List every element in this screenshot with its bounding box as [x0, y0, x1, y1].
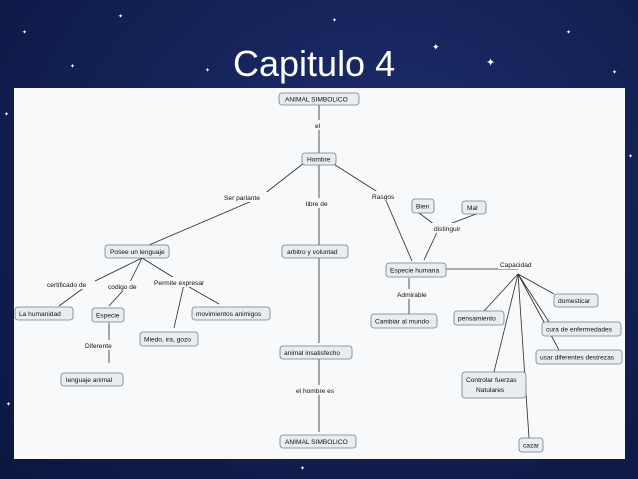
node-label: Bien	[416, 204, 430, 211]
slide-title: Capitulo 4	[233, 43, 396, 84]
star-icon: ✦	[612, 70, 618, 76]
node-label: cura de enfermedades	[546, 327, 613, 334]
star-icon: ✦	[300, 466, 306, 472]
link-label-permite-expresar: Permite expresar	[154, 280, 205, 287]
node-label: ANIMAL SIMBOLICO	[285, 439, 348, 446]
node-label: Miedo, ira, gozo	[144, 337, 191, 344]
node-pensamiento[interactable]: pensamiento	[453, 310, 505, 326]
node-cura-enfermedades[interactable]: cura de enfermedades	[541, 321, 622, 337]
link-label-libre-de: libre de	[306, 201, 328, 208]
node-label: La humanidad	[19, 311, 61, 318]
edge-capacidad-pensamiento	[483, 273, 519, 312]
star-icon: ✦	[205, 68, 211, 74]
node-lenguaje-animal[interactable]: lenguaje animal	[60, 372, 124, 387]
star-icon: ✦	[332, 18, 338, 24]
star-icon: ✦	[4, 112, 10, 118]
node-label: pensamiento	[458, 316, 496, 323]
node-animal-simbolico-bottom[interactable]: ANIMAL SIMBOLICO	[279, 434, 357, 449]
node-movimientos-animicos[interactable]: movimientos animigos	[191, 306, 271, 321]
link-label-el: el	[315, 123, 321, 130]
edge-hombre-lenguaje	[141, 162, 305, 249]
edge-capacidad-destrezas	[517, 273, 560, 351]
node-hombre[interactable]: Hombre	[301, 152, 337, 166]
node-cambiar-mundo[interactable]: Cambiar al mundo	[370, 313, 438, 329]
edge-capacidad-controlar	[493, 273, 519, 373]
link-label-diferente: Diferente	[85, 343, 112, 350]
star-icon: ✦	[6, 402, 12, 408]
node-posee-lenguaje[interactable]: Posee un lenguaje	[104, 244, 170, 259]
node-domesticar[interactable]: domesticar	[553, 293, 599, 308]
concept-map: el Ser parlante libre de Rasgos distingu…	[14, 92, 623, 453]
star-icon: ✦	[432, 42, 440, 52]
node-mal[interactable]: Mal	[461, 200, 487, 215]
node-la-humanidad[interactable]: La humanidad	[14, 306, 74, 321]
link-label-rasgos: Rasgos	[372, 194, 395, 201]
node-animal-insatisfecho[interactable]: animal insatisfecho	[279, 345, 353, 360]
node-bien[interactable]: Bien	[411, 198, 435, 214]
concept-map-link-labels: el Ser parlante libre de Rasgos distingu…	[45, 120, 540, 395]
node-label: arbitro y voluntad	[287, 249, 338, 256]
node-label: Especie	[96, 313, 120, 320]
link-label-capacidad: Capacidad	[500, 262, 532, 269]
edge-distinguir-especie	[423, 227, 440, 261]
edge-capacidad-domesticar	[517, 273, 555, 295]
node-controlar-fuerzas[interactable]: Controlar fuerzas Natulares	[461, 371, 527, 399]
node-usar-destrezas[interactable]: usar diferentes destrezas	[535, 349, 623, 365]
edge-expresar-movimientos	[183, 283, 220, 305]
concept-map-panel: el Ser parlante libre de Rasgos distingu…	[14, 88, 625, 459]
node-especie[interactable]: Especie	[91, 307, 125, 323]
node-label: Especie humana	[390, 268, 439, 275]
node-animal-simbolico-top[interactable]: ANIMAL SIMBOLICO	[278, 92, 360, 106]
edge-capacidad-cura	[517, 273, 550, 323]
link-label-el-hombre-es: el hombre es	[296, 388, 335, 395]
link-label-distinguir: distinguir	[434, 226, 461, 233]
node-label: domesticar	[558, 298, 591, 305]
node-label-line-1: Controlar fuerzas	[466, 377, 517, 384]
node-label-line-2: Natulares	[476, 387, 505, 394]
node-label: Posee un lenguaje	[110, 249, 165, 256]
node-label: movimientos animigos	[196, 311, 262, 318]
star-icon: ✦	[486, 57, 496, 69]
link-label-certificado-de: certificado de	[47, 282, 87, 289]
node-miedo-ira-gozo[interactable]: Miedo, ira, gozo	[139, 331, 199, 347]
node-label: Mal	[467, 205, 478, 212]
node-cazar[interactable]: cazar	[518, 437, 544, 453]
star-icon: ✦	[628, 154, 634, 160]
node-arbitro-voluntad[interactable]: arbitro y voluntad	[281, 244, 349, 259]
node-label: animal insatisfecho	[284, 350, 340, 357]
star-icon: ✦	[566, 30, 572, 36]
link-label-ser-parlante: Ser parlante	[224, 195, 260, 202]
star-icon: ✦	[118, 14, 124, 20]
star-icon: ✦	[22, 30, 28, 36]
star-icon: ✦	[70, 64, 76, 70]
node-especie-humana[interactable]: Especie humana	[385, 262, 447, 278]
node-label: usar diferentes destrezas	[540, 355, 615, 362]
node-label: cazar	[523, 443, 540, 450]
edge-capacidad-cazar	[517, 273, 530, 439]
link-label-codigo-de: codigo de	[108, 284, 137, 291]
link-label-admirable: Admirable	[397, 292, 427, 299]
node-label: Hombre	[307, 157, 331, 164]
node-label: Cambiar al mundo	[375, 319, 429, 326]
edge-lenguaje-miedo	[141, 257, 185, 329]
node-label: lenguaje animal	[66, 377, 113, 384]
node-label: ANIMAL SIMBOLICO	[285, 97, 348, 104]
